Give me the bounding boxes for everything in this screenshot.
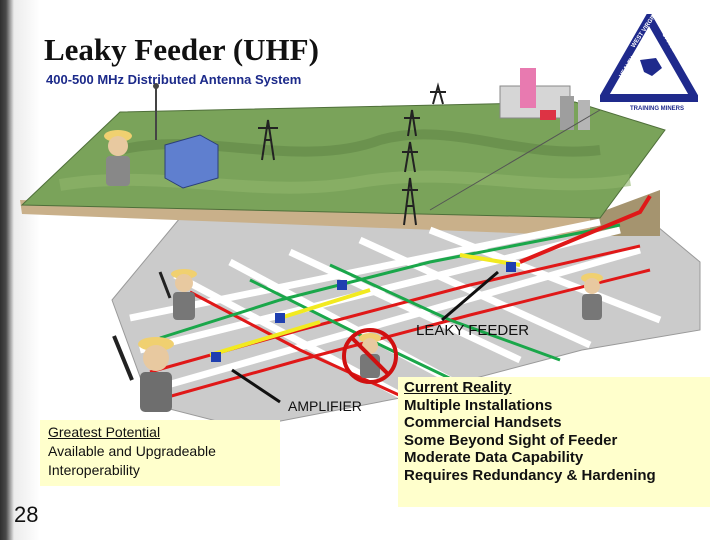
greatest-potential-line: Available and Upgradeable [48, 443, 216, 459]
current-reality-line: Multiple Installations [404, 396, 553, 414]
current-reality-line: Commercial Handsets [404, 414, 562, 432]
leaky-feeder-pointer [441, 270, 499, 322]
current-reality-line: Moderate Data Capability [404, 449, 584, 467]
greatest-potential-heading: Greatest Potential [48, 424, 161, 440]
page-number: 28 [14, 502, 39, 527]
page-subtitle: 400-500 MHz Distributed Antenna System [46, 72, 302, 87]
amplifier-markers [211, 262, 516, 362]
current-reality-heading: Current Reality [404, 379, 512, 396]
wv-office-miners-safety-logo: WEST VIRGINIA HEALTH OFFICE OF SAFETY TR… [600, 14, 698, 112]
miner-prohibited [342, 328, 398, 384]
leaky-feeder-label: LEAKY FEEDER [416, 322, 530, 339]
amplifier-pointer [231, 368, 281, 404]
base-station [153, 83, 219, 189]
miner-right [581, 273, 603, 320]
miner-left-lower [112, 335, 174, 412]
current-reality-line: Requires Redundancy & Hardening [404, 466, 656, 484]
strata-wall [20, 200, 590, 236]
logo-bottom-text: TRAINING MINERS [630, 106, 684, 112]
greatest-potential-line: Interoperability [48, 462, 140, 478]
surface-buildings [499, 68, 590, 130]
miner-left-upper [158, 269, 197, 320]
amplifier-label: AMPLIFIER [288, 398, 362, 414]
terrain-surface [20, 101, 666, 219]
greatest-potential-box: Greatest Potential Available and Upgrade… [40, 420, 280, 486]
page-title: Leaky Feeder (UHF) [44, 32, 319, 67]
transmission-towers [258, 82, 601, 226]
miner-surface [104, 130, 132, 186]
current-reality-box: Current Reality Multiple Installations C… [398, 377, 710, 507]
current-reality-line: Some Beyond Sight of Feeder [404, 431, 618, 449]
